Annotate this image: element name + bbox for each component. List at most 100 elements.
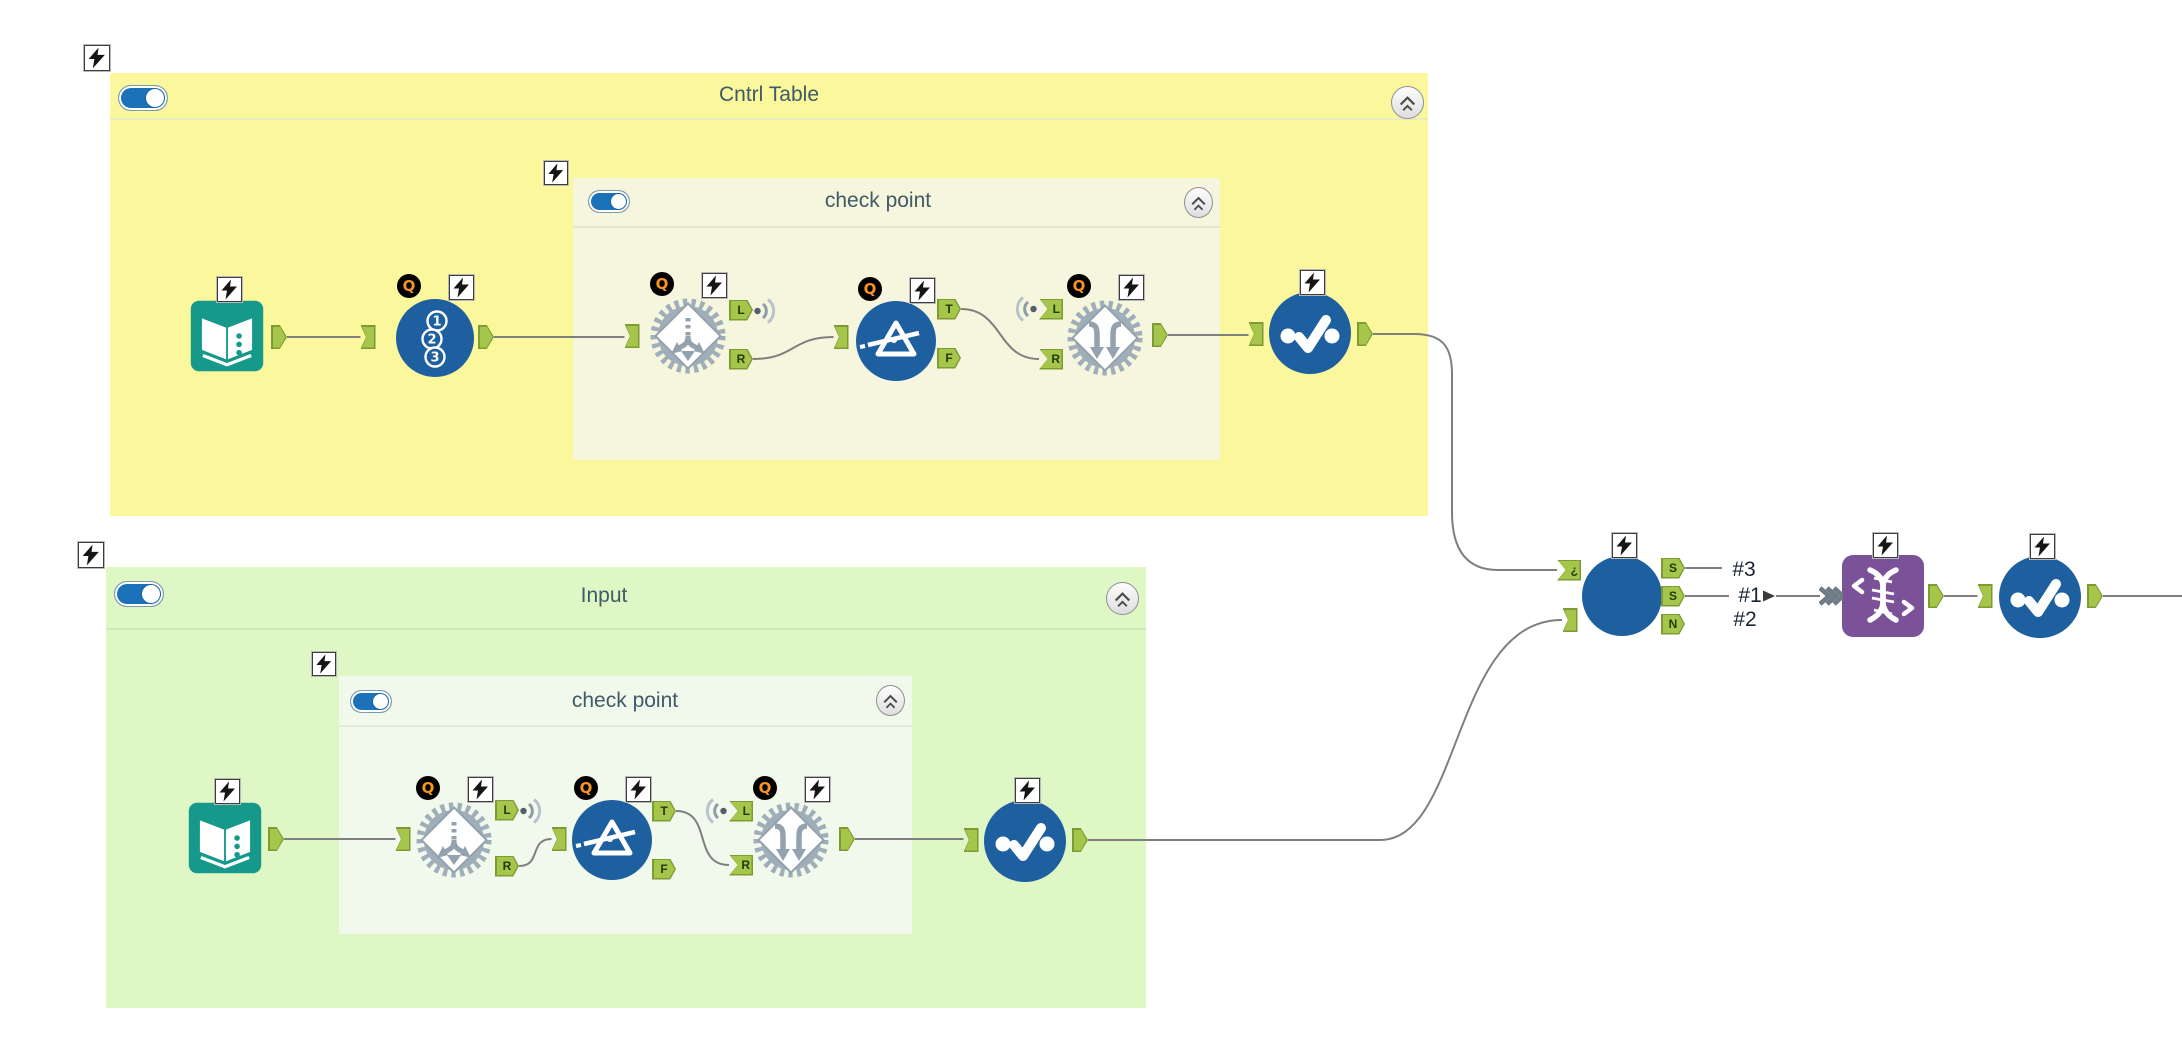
dna-anchor-out[interactable]	[1928, 584, 1944, 608]
q-badge-icon: Q	[650, 272, 674, 296]
anchor-shape-inner	[1662, 615, 1684, 633]
check-macro-tool[interactable]	[1268, 291, 1352, 375]
anchor-shape-inner	[730, 350, 752, 368]
g-merge-anchor-L[interactable]: L	[729, 800, 753, 822]
anchor-shape-inner	[653, 802, 675, 820]
g-merge-anchor-out[interactable]	[839, 827, 855, 851]
join-anchor-S1[interactable]: S	[1661, 557, 1685, 579]
g-split-anchor-in[interactable]	[395, 827, 411, 851]
gear-merge-macro-tool[interactable]	[1063, 296, 1147, 380]
gear-split-macro-tool[interactable]	[412, 798, 496, 882]
anchor-shape-inner	[397, 828, 409, 850]
g-split-anchor-L[interactable]: L	[495, 799, 519, 821]
check-macro-tool[interactable]	[983, 799, 1067, 883]
y-merge-anchor-R[interactable]: R	[1039, 348, 1063, 370]
lightning-badge-icon	[312, 652, 336, 676]
y-split-anchor-in[interactable]	[624, 324, 640, 348]
check-macro-tool[interactable]	[1998, 555, 2082, 639]
container-header	[339, 676, 912, 727]
anchor-shape-inner	[730, 856, 752, 874]
connection-wire[interactable]	[675, 810, 730, 866]
y-filter-anchor-in[interactable]	[833, 325, 849, 349]
join-anchor-inBot[interactable]	[1562, 608, 1578, 632]
container-enable-toggle[interactable]	[118, 85, 168, 111]
q-badge-letter: Q	[421, 779, 435, 797]
input-data-tool[interactable]	[186, 799, 264, 877]
collapse-chevron-icon	[1191, 196, 1206, 211]
connection-label: #2	[1733, 608, 1757, 631]
anchor-label: L	[742, 804, 750, 818]
gear-merge-macro-tool[interactable]	[749, 798, 833, 882]
anchor-shape-inner	[269, 828, 283, 850]
y-123-anchor-in[interactable]	[360, 325, 376, 349]
lightning-badge-icon	[1014, 777, 1040, 803]
collapse-button[interactable]	[876, 685, 905, 716]
filter-macro-tool[interactable]	[854, 299, 938, 383]
anchor-shape-inner	[2088, 585, 2102, 607]
anchor-shape-inner	[1979, 585, 1991, 607]
anchor-shape-inner	[1040, 350, 1062, 368]
connection-wire[interactable]	[1373, 333, 1557, 571]
gear-split-macro-tool[interactable]	[646, 294, 730, 378]
g-split-anchor-R[interactable]: R	[495, 855, 519, 877]
y-input-anchor-out[interactable]	[271, 325, 287, 349]
check3-anchor-in[interactable]	[1977, 584, 1993, 608]
toggle-knob	[373, 694, 388, 709]
lightning-badge-icon	[1872, 532, 1898, 558]
g-check-anchor-in[interactable]	[963, 828, 979, 852]
g-filter-anchor-F[interactable]: F	[652, 858, 676, 880]
wireless-in-icon	[698, 798, 728, 824]
anchor-shape-inner	[1358, 323, 1372, 345]
container-enable-toggle[interactable]	[588, 190, 630, 213]
wireless-out-icon	[519, 798, 549, 824]
anchor-label: F	[660, 862, 668, 876]
collapse-button[interactable]	[1106, 582, 1139, 615]
q-badge-letter: Q	[655, 275, 669, 293]
join-macro-tool[interactable]	[1580, 554, 1664, 638]
y-filter-anchor-T[interactable]: T	[937, 298, 961, 320]
anchor-label: L	[737, 303, 745, 317]
connection-wire[interactable]	[518, 838, 552, 867]
check3-anchor-out[interactable]	[2087, 584, 2103, 608]
g-filter-anchor-T[interactable]: T	[652, 800, 676, 822]
input-data-tool[interactable]	[188, 297, 266, 375]
collapse-button[interactable]	[1391, 86, 1424, 119]
connection-wire[interactable]	[960, 308, 1040, 360]
connection-wire[interactable]	[1088, 619, 1563, 841]
y-split-anchor-R[interactable]: R	[729, 348, 753, 370]
dna-macro-tool[interactable]	[1841, 554, 1925, 638]
q-badge-icon: Q	[416, 776, 440, 800]
anchor-shape-inner	[362, 326, 374, 348]
q-badge-icon: Q	[574, 776, 598, 800]
y-filter-anchor-F[interactable]: F	[937, 347, 961, 369]
join-anchor-S2[interactable]: S	[1661, 585, 1685, 607]
join-anchor-inTop[interactable]: ¿	[1557, 559, 1581, 581]
anchor-shape-inner	[1073, 829, 1087, 851]
y-merge-anchor-L[interactable]: L	[1039, 298, 1063, 320]
lightning-badge-icon	[216, 276, 242, 302]
g-input-anchor-out[interactable]	[268, 827, 284, 851]
g-filter-anchor-in[interactable]	[551, 827, 567, 851]
anchor-shape-inner	[938, 349, 960, 367]
anchor-shape-inner	[1564, 609, 1576, 631]
collapse-button[interactable]	[1184, 187, 1213, 218]
container-enable-toggle[interactable]	[114, 581, 164, 607]
container-enable-toggle[interactable]	[350, 690, 392, 713]
y-merge-anchor-out[interactable]	[1152, 323, 1168, 347]
join-anchor-N[interactable]: N	[1661, 613, 1685, 635]
connection-wire[interactable]	[752, 336, 834, 360]
y-123-anchor-out[interactable]	[478, 325, 494, 349]
y-check-anchor-in[interactable]	[1248, 322, 1264, 346]
anchor-shape-inner	[496, 801, 518, 819]
g-check-anchor-out[interactable]	[1072, 828, 1088, 852]
anchor-label: L	[1052, 302, 1060, 316]
anchor-shape-inner	[1558, 561, 1580, 579]
g-merge-anchor-R[interactable]: R	[729, 854, 753, 876]
y-check-anchor-out[interactable]	[1357, 322, 1373, 346]
wire-arrowhead-icon	[1763, 590, 1775, 602]
y-split-anchor-L[interactable]: L	[729, 299, 753, 321]
anchor-shape-inner	[835, 326, 847, 348]
filter-macro-tool[interactable]	[570, 798, 654, 882]
